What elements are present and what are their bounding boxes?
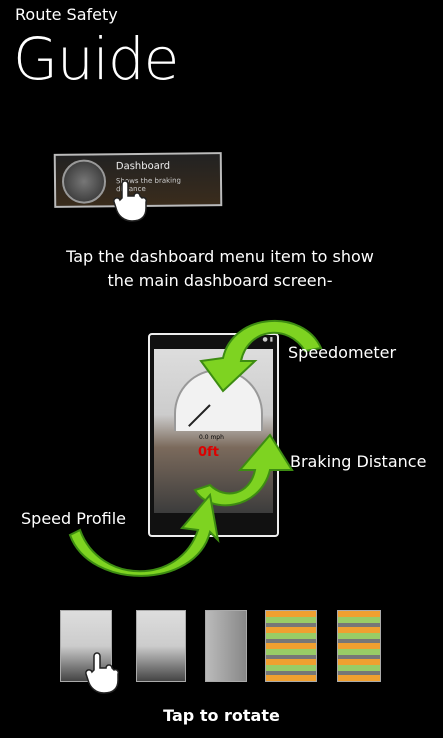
curved-arrow-icon bbox=[199, 319, 323, 393]
tap-to-rotate-text: Tap to rotate bbox=[163, 706, 280, 725]
speedometer-label: Speedometer bbox=[288, 343, 397, 362]
speed-profile-label: Speed Profile bbox=[21, 509, 126, 528]
thumbnail-speed-profile[interactable] bbox=[265, 610, 317, 682]
braking-distance-label: Braking Distance bbox=[290, 452, 427, 471]
hand-pointer-icon bbox=[113, 180, 148, 222]
hand-pointer-icon bbox=[85, 652, 120, 694]
status-bar: ● ▮ bbox=[262, 336, 273, 343]
braking-distance-readout: 0ft bbox=[198, 445, 219, 460]
instruction-text: Tap the dashboard menu item to show the … bbox=[20, 245, 420, 293]
instruction-line-2: the main dashboard screen- bbox=[107, 271, 333, 290]
speed-readout: 0.0 mph bbox=[199, 434, 224, 441]
curved-arrow-icon bbox=[193, 433, 294, 507]
instruction-line-1: Tap the dashboard menu item to show bbox=[66, 247, 374, 266]
gauge-icon bbox=[61, 159, 107, 204]
page-title: Guide bbox=[13, 25, 179, 93]
thumbnail-speed-profile-flat[interactable] bbox=[337, 610, 381, 682]
thumbnail-dashboard-rotated[interactable] bbox=[136, 610, 186, 682]
dashboard-label: Dashboard bbox=[115, 160, 171, 173]
curved-arrow-icon bbox=[68, 492, 220, 577]
thumbnail-transition[interactable] bbox=[205, 610, 247, 682]
app-title: Route Safety bbox=[15, 5, 118, 24]
